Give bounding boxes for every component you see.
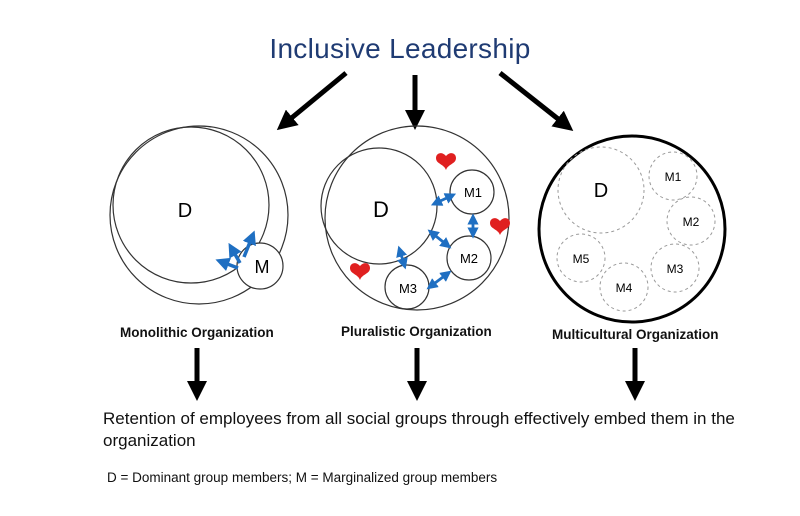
- pluralistic-diagram: D M1 M2 M3: [320, 125, 510, 311]
- two-way-arrow: [396, 245, 408, 270]
- marginalized-group-circle-m1: [648, 151, 698, 201]
- dominant-label: D: [594, 180, 608, 202]
- assimilation-arrow: [228, 242, 242, 264]
- multicultural-label: Multicultural Organization: [552, 327, 719, 342]
- dominant-group-circle: [112, 126, 270, 284]
- diagram-title: Inclusive Leadership: [269, 33, 531, 64]
- m3-label: M3: [399, 281, 417, 296]
- m5-label: M5: [573, 252, 590, 266]
- pluralistic-label: Pluralistic Organization: [341, 324, 492, 339]
- assimilation-arrow: [215, 257, 239, 272]
- outcome-text: Retention of employees from all social g…: [103, 409, 735, 450]
- dominant-label: D: [178, 200, 192, 222]
- m3-label: M3: [667, 262, 684, 276]
- marginalized-group-circle-m4: [599, 262, 649, 312]
- pluralistic-outer-circle: [324, 125, 510, 311]
- multicultural-diagram: D M1 M2 M3 M4 M5: [537, 134, 727, 324]
- monolithic-diagram: D M: [109, 125, 289, 305]
- dominant-label: D: [373, 197, 389, 222]
- heart-icon: [436, 153, 456, 170]
- legend-text: D = Dominant group members; M = Marginal…: [107, 470, 498, 485]
- monolithic-outer-circle: [109, 125, 289, 305]
- heart-icon: [350, 263, 370, 280]
- marginalized-group-circle-m2: [666, 196, 716, 246]
- marginalized-group-circle-m3: [650, 243, 700, 293]
- two-way-arrow: [426, 270, 452, 290]
- two-way-arrow: [430, 193, 457, 206]
- m4-label: M4: [616, 281, 633, 295]
- monolithic-label: Monolithic Organization: [120, 325, 274, 340]
- dominant-group-circle: [320, 147, 438, 265]
- heart-icon: [490, 218, 510, 235]
- assimilation-arrow: [242, 230, 256, 258]
- title-to-multicultural-arrow: [498, 71, 574, 131]
- m2-label: M2: [683, 215, 700, 229]
- m2-label: M2: [460, 251, 478, 266]
- two-way-arrow: [427, 229, 452, 249]
- multicultural-outer-circle: [537, 134, 727, 324]
- title-to-monolithic-arrow: [276, 71, 348, 131]
- m1-label: M1: [665, 170, 682, 184]
- dominant-group-circle: [557, 146, 645, 234]
- marginalized-group-circle-m5: [556, 233, 606, 283]
- m1-label: M1: [464, 185, 482, 200]
- marginalized-label: M: [255, 257, 270, 277]
